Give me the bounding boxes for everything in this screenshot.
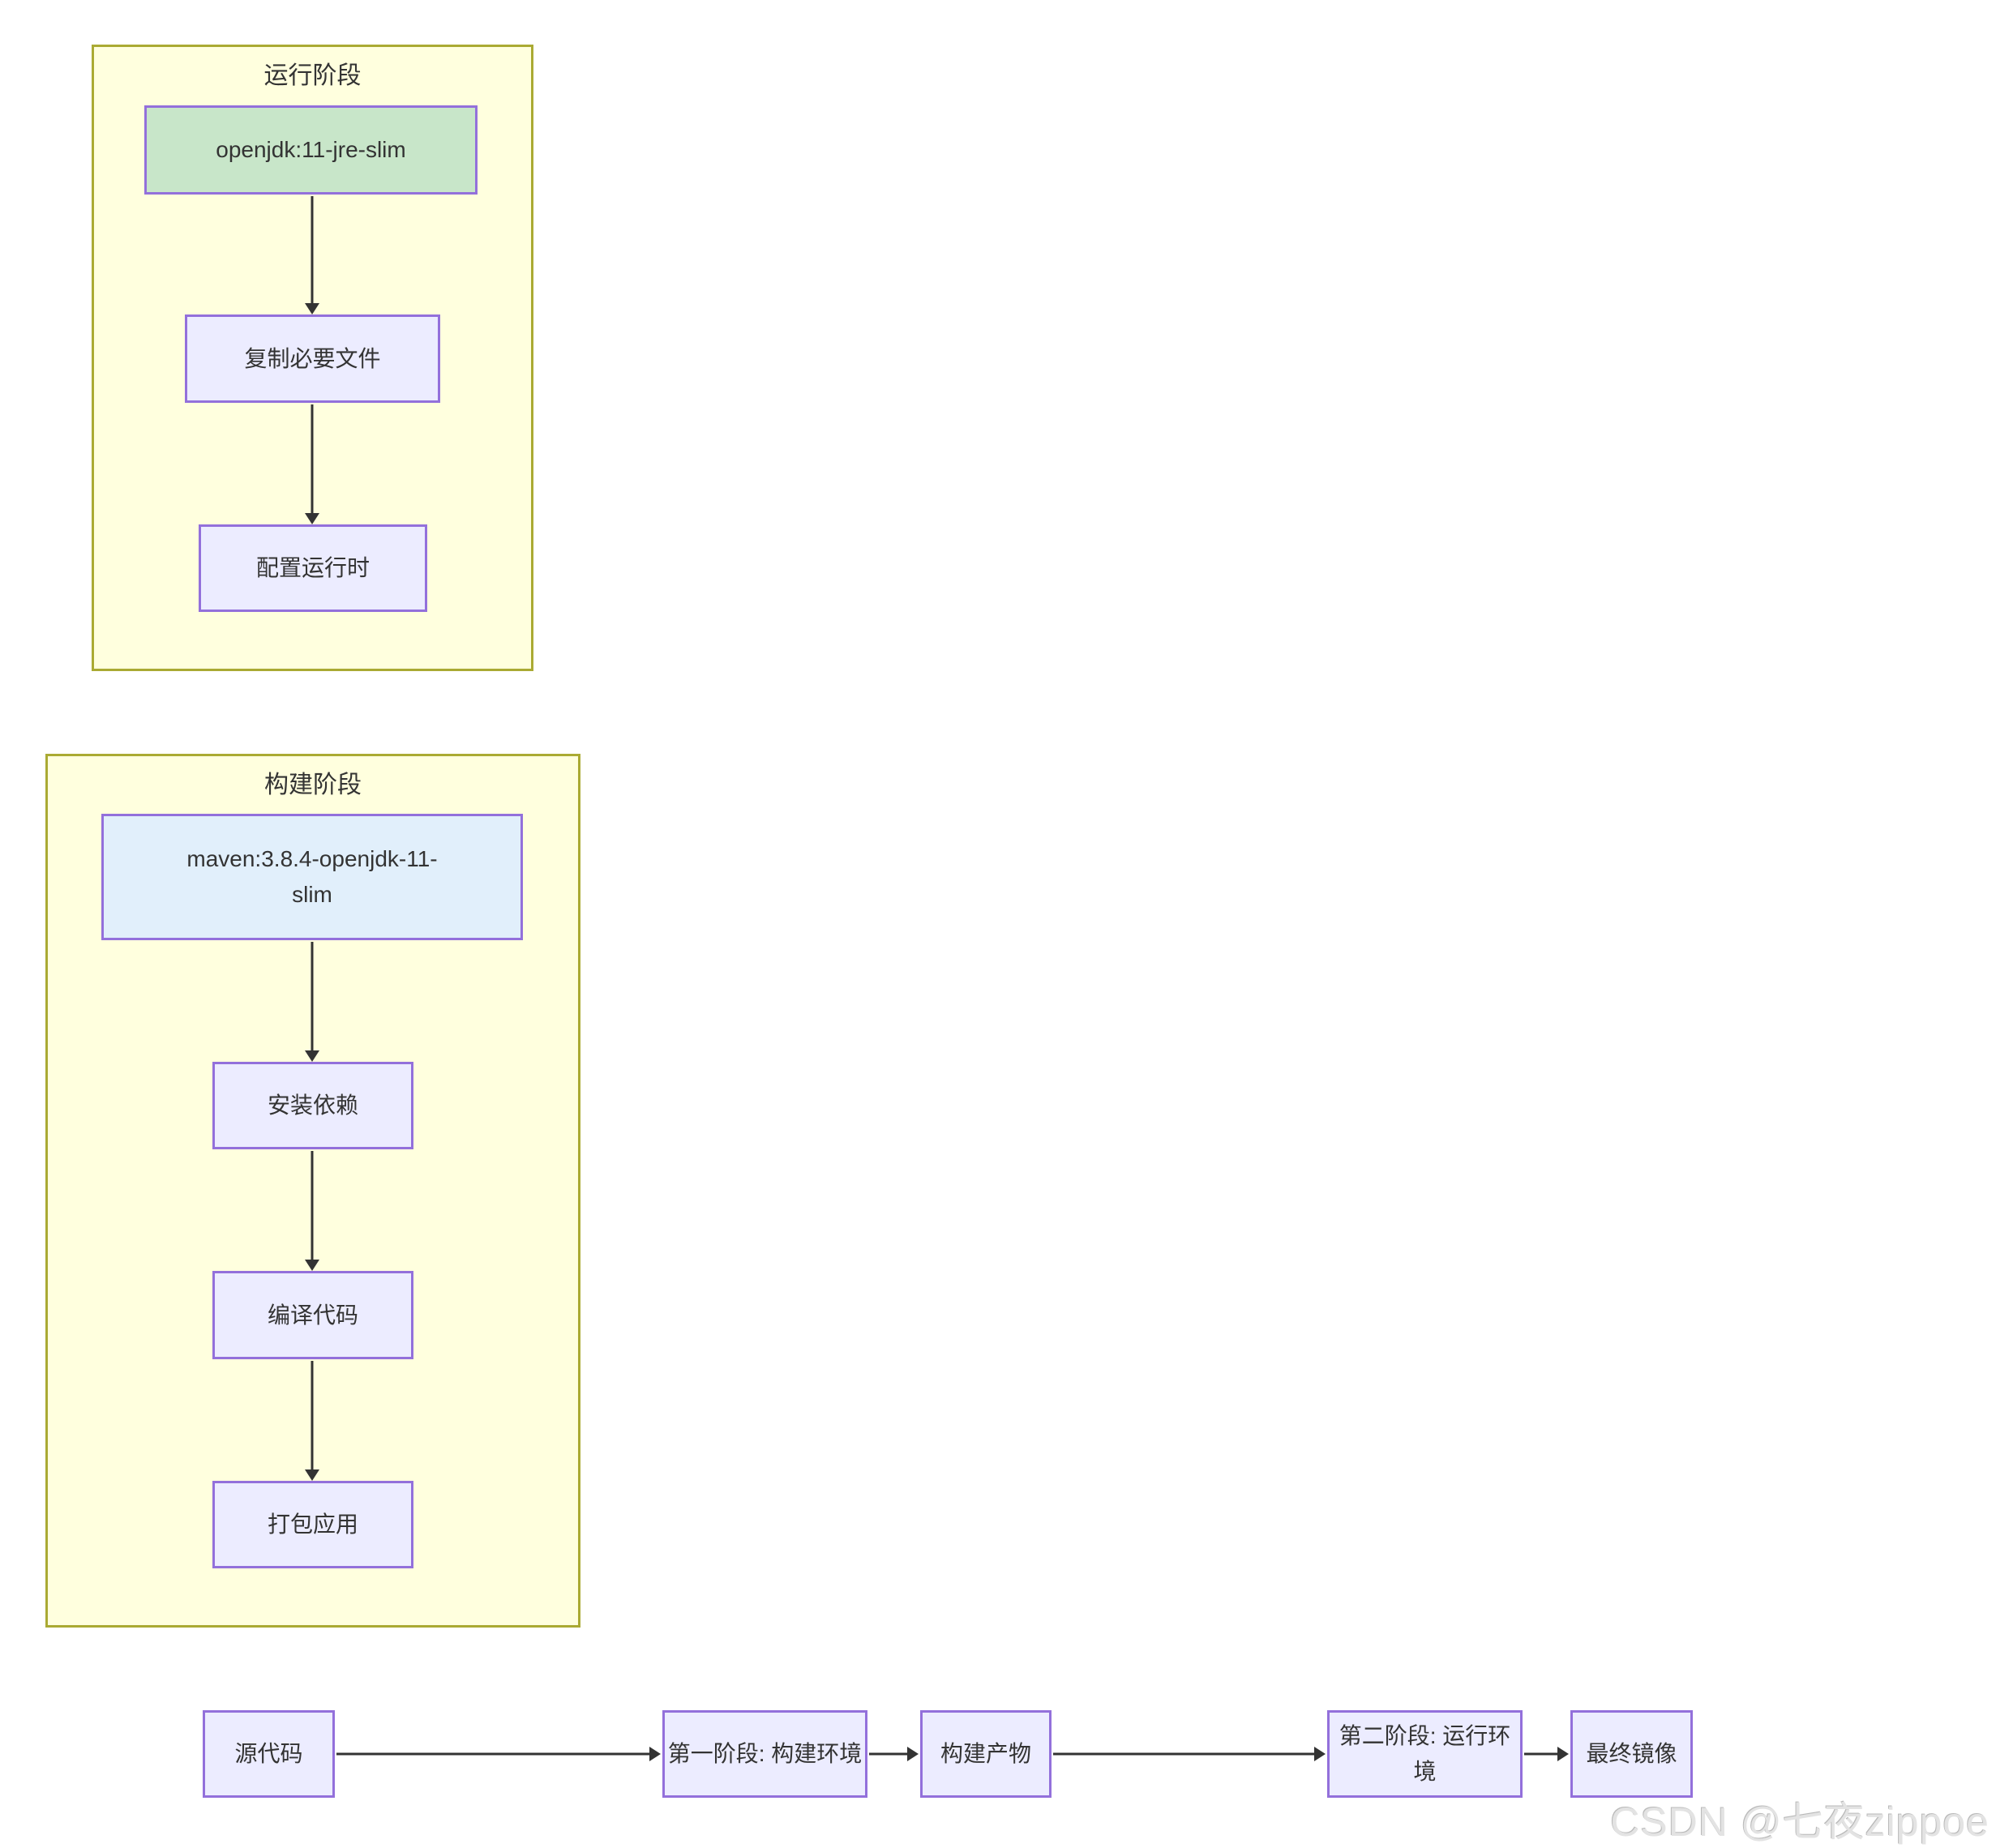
arrow-shaft xyxy=(336,1752,650,1756)
arrow-stage1-to-artifacts xyxy=(869,1747,919,1761)
node-copy-files: 复制必要文件 xyxy=(185,314,440,403)
cluster-build-stage-title: 构建阶段 xyxy=(264,772,362,798)
node-final-image: 最终镜像 xyxy=(1570,1710,1693,1798)
arrow-shaft xyxy=(1524,1752,1558,1756)
node-copy-files-label: 复制必要文件 xyxy=(244,345,381,371)
arrow-head xyxy=(1314,1747,1326,1761)
node-source-code: 源代码 xyxy=(203,1710,335,1798)
arrow-head xyxy=(649,1747,661,1761)
node-compile-code: 编译代码 xyxy=(212,1271,413,1359)
arrow-shaft xyxy=(311,942,314,1051)
node-install-deps-label: 安装依赖 xyxy=(267,1093,358,1118)
arrow-compile-code-to-package-app xyxy=(305,1361,319,1481)
arrow-head xyxy=(305,1050,319,1062)
node-stage2-run-env: 第二阶段: 运行环境 xyxy=(1327,1710,1523,1798)
arrow-openjdk-to-copy-files xyxy=(305,196,319,314)
arrow-shaft xyxy=(1053,1752,1315,1756)
arrow-head xyxy=(305,513,319,524)
arrow-copy-files-to-config-runtime xyxy=(305,404,319,524)
node-build-artifacts: 构建产物 xyxy=(920,1710,1052,1798)
arrow-head xyxy=(305,1260,319,1271)
arrow-shaft xyxy=(311,196,314,304)
arrow-shaft xyxy=(311,404,314,514)
node-compile-code-label: 编译代码 xyxy=(267,1302,358,1328)
node-stage1-build-env: 第一阶段: 构建环境 xyxy=(662,1710,867,1798)
arrow-head xyxy=(907,1747,919,1761)
arrow-source-code-to-stage1 xyxy=(336,1747,661,1761)
node-config-runtime-label: 配置运行时 xyxy=(255,555,370,580)
node-maven-image-label-line1: maven:3.8.4-openjdk-11- xyxy=(186,846,438,871)
node-maven-image-label-line2: slim xyxy=(292,882,332,907)
node-openjdk-image-label: openjdk:11-jre-slim xyxy=(216,137,406,162)
node-stage1-build-env-label: 第一阶段: 构建环境 xyxy=(667,1741,863,1766)
node-final-image-label: 最终镜像 xyxy=(1586,1741,1677,1766)
csdn-watermark: CSDN @七夜zippoe xyxy=(1610,1799,1990,1845)
arrow-shaft xyxy=(311,1361,314,1470)
node-package-app: 打包应用 xyxy=(212,1481,413,1568)
node-source-code-label: 源代码 xyxy=(234,1741,303,1766)
node-build-artifacts-label: 构建产物 xyxy=(940,1741,1031,1766)
arrow-head xyxy=(1557,1747,1569,1761)
node-package-app-label: 打包应用 xyxy=(267,1512,358,1537)
node-install-deps: 安装依赖 xyxy=(212,1062,413,1149)
node-stage2-run-env-label: 第二阶段: 运行环境 xyxy=(1339,1723,1511,1784)
arrow-stage2-to-final-image xyxy=(1524,1747,1569,1761)
arrow-head xyxy=(305,1469,319,1481)
arrow-head xyxy=(305,303,319,314)
arrow-install-deps-to-compile-code xyxy=(305,1151,319,1271)
arrow-shaft xyxy=(311,1151,314,1260)
arrow-shaft xyxy=(869,1752,908,1756)
arrow-artifacts-to-stage2 xyxy=(1053,1747,1326,1761)
node-maven-image: maven:3.8.4-openjdk-11- slim xyxy=(101,814,523,940)
node-openjdk-image: openjdk:11-jre-slim xyxy=(144,105,478,195)
arrow-maven-to-install-deps xyxy=(305,942,319,1062)
cluster-run-stage-title: 运行阶段 xyxy=(263,62,362,89)
node-config-runtime: 配置运行时 xyxy=(199,524,427,612)
